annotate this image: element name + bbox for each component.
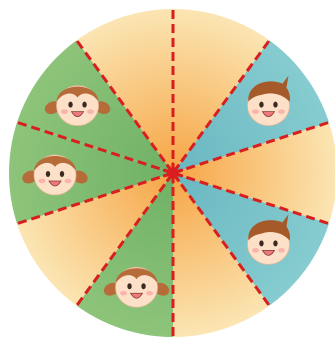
spinner-wheel: [0, 0, 335, 339]
wheel-graphic: [0, 0, 335, 339]
